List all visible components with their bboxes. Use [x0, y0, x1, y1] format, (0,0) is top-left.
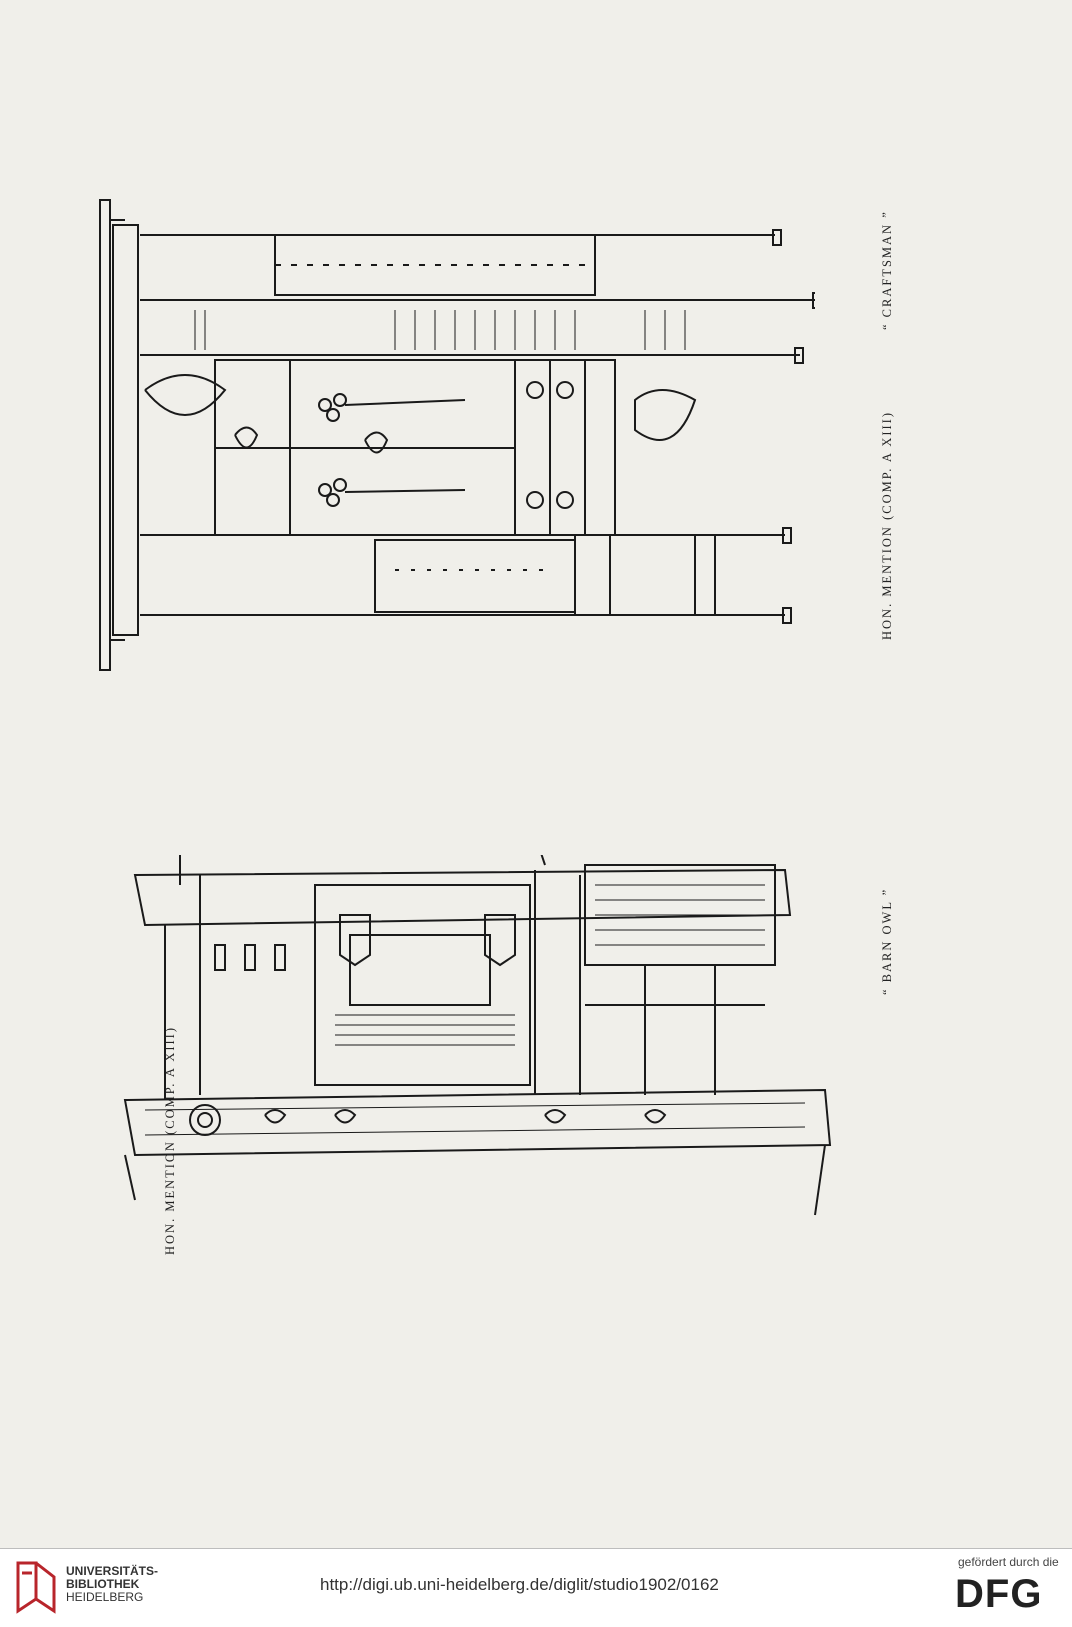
- craftsman-sideboard-drawing: [99, 199, 815, 671]
- footer-bar: UNIVERSITÄTS- BIBLIOTHEK HEIDELBERG http…: [0, 1548, 1072, 1627]
- library-name-line1: UNIVERSITÄTS-: [66, 1564, 159, 1578]
- scanned-page: HON. MENTION (COMP. A XIII) “ CRAFTSMAN …: [0, 0, 1072, 1548]
- barn-owl-cupboard-drawing: [123, 855, 832, 1216]
- library-logo-icon: [16, 1561, 56, 1614]
- library-name-line2: BIBLIOTHEK: [66, 1577, 140, 1591]
- permalink[interactable]: http://digi.ub.uni-heidelberg.de/diglit/…: [320, 1575, 719, 1594]
- dfg-logo: DFG: [955, 1572, 1043, 1616]
- library-name: UNIVERSITÄTS- BIBLIOTHEK HEIDELBERG: [66, 1565, 158, 1604]
- top-plate-caption-left: HON. MENTION (COMP. A XIII): [880, 411, 894, 640]
- top-plate-caption-right: “ CRAFTSMAN ”: [880, 210, 894, 330]
- funded-by-text: gefördert durch die: [958, 1555, 1059, 1569]
- bottom-plate-caption-right: “ BARN OWL ”: [880, 887, 894, 995]
- bottom-plate-caption-left: HON. MENTION (COMP. A XIII): [163, 1026, 177, 1255]
- library-name-line3: HEIDELBERG: [66, 1590, 144, 1604]
